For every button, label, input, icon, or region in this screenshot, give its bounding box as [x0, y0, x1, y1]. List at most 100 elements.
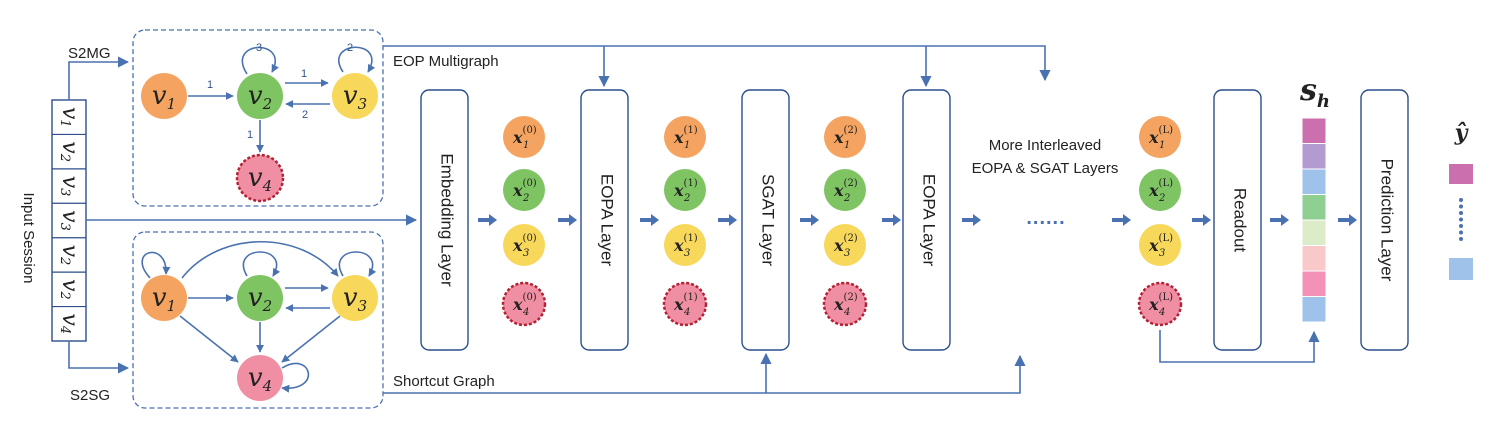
- more-layers-text-line2: EOPA & SGAT Layers: [972, 160, 1119, 177]
- shortcut-graph-box: [132, 231, 384, 409]
- embedding-layer-label: Embedding Layer: [438, 153, 457, 287]
- embedding-node-label: x(2): [833, 178, 858, 200]
- input-session-item: v2: [57, 245, 82, 266]
- embedding-node: [824, 169, 866, 211]
- sg-node-v1: [141, 275, 187, 321]
- flow-arrow-head: [973, 214, 981, 226]
- embedding-node-subscript: 3: [684, 248, 690, 259]
- s2mg-label: S2MG: [68, 45, 111, 62]
- eopa-layer-1-box: [580, 89, 629, 351]
- x4-to-sh-arrow: [1159, 330, 1320, 363]
- prediction-output-dot: [1459, 224, 1463, 228]
- embedding-node-subscript: 4: [683, 307, 690, 318]
- sg-edge-v1-v4: [179, 315, 239, 363]
- embedding-node-label: x(0): [512, 233, 537, 255]
- session-repr-label: sh: [1299, 73, 1330, 112]
- embedding-node: [824, 224, 866, 266]
- embedding-node: [664, 169, 706, 211]
- sg-node-v1-label: v1: [152, 283, 176, 315]
- flow-arrow-head: [1349, 214, 1357, 226]
- input-session-item: v3: [57, 210, 82, 231]
- prediction-layer-label: Prediction Layer: [1378, 159, 1397, 282]
- embedding-columns: x(0)1x(0)2x(0)3x(0)4x(1)1x(1)2x(1)3x(1)4…: [501, 116, 1183, 327]
- sg-node-v4-label: v4: [248, 363, 272, 395]
- input-session-item: v2: [57, 279, 82, 300]
- embedding-node-subscript: 2: [522, 193, 529, 204]
- session-repr-cell: [1301, 168, 1327, 195]
- embedding-node-label: x(2): [833, 292, 858, 314]
- embedding-node-label: x(L): [1148, 292, 1173, 314]
- shortcut-graph-label: Shortcut Graph: [393, 373, 495, 390]
- session-repr-cell: [1301, 143, 1327, 170]
- flow-arrow-head: [1203, 214, 1211, 226]
- embedding-node-subscript: 1: [684, 140, 690, 151]
- eopa-layer-1-label: EOPA Layer: [598, 174, 617, 267]
- sg-self-loop-v4: [281, 362, 310, 393]
- flow-arrow-head: [893, 214, 901, 226]
- input-session-item: v2: [57, 141, 82, 162]
- embedding-node-label: x(2): [833, 233, 858, 255]
- eopa-layer-2-box: [902, 89, 951, 351]
- embedding-node: [1139, 116, 1181, 158]
- embedding-node: [822, 281, 868, 327]
- embedding-node-subscript: 1: [844, 140, 850, 151]
- embedding-node-subscript: 2: [683, 193, 690, 204]
- embedding-node-label: x(0): [512, 292, 537, 314]
- session-repr-cell: [1301, 270, 1327, 297]
- prediction-output-dot: [1459, 211, 1463, 215]
- embedding-node-subscript: 4: [522, 307, 529, 318]
- flow-arrow-head: [811, 214, 819, 226]
- flow-arrow-head: [651, 214, 659, 226]
- mg-node-v3: [332, 73, 378, 119]
- embedding-node: [501, 281, 547, 327]
- more-layers-ellipsis: ......: [1026, 207, 1065, 229]
- mg-edge-label-v1-v2: 1: [207, 79, 213, 91]
- embedding-node-subscript: 3: [523, 248, 529, 259]
- mg-node-v4-label: v4: [248, 163, 272, 195]
- embedding-node-label: x(1): [673, 178, 698, 200]
- sg-node-v3-label: v3: [343, 283, 367, 315]
- mg-self-loop-v3: [338, 46, 376, 73]
- flow-arrow-head: [1281, 214, 1289, 226]
- readout-layer-label: Readout: [1231, 188, 1250, 253]
- prediction-output-top-cell: [1449, 164, 1473, 184]
- sg-self-loop-v2: [242, 251, 281, 277]
- prediction-output-dots: [1459, 198, 1463, 241]
- sg-node-v4: [237, 355, 283, 401]
- sg-node-v2-label: v2: [248, 283, 272, 315]
- embedding-node: [503, 116, 545, 158]
- mg-self-loop-v2: [241, 46, 279, 75]
- flow-arrows: [478, 214, 1357, 226]
- more-layers-text-line1: More Interleaved: [989, 137, 1102, 154]
- embedding-node: [1139, 224, 1181, 266]
- input-session-item: v4: [57, 313, 82, 334]
- mg-edge-label-v3-v2: 2: [302, 109, 308, 121]
- sgat-layer-box: [741, 89, 790, 351]
- eop-multigraph-box: [132, 29, 384, 207]
- sg-node-v2: [237, 275, 283, 321]
- input-session-item: v3: [57, 176, 82, 197]
- flow-arrow-head: [729, 214, 737, 226]
- embedding-node: [1137, 281, 1183, 327]
- s2sg-arrow: [68, 341, 130, 374]
- sg-edge-v1-v3: [181, 241, 339, 279]
- embedding-node-subscript: 2: [843, 193, 850, 204]
- mg-edge-label-v3-self: 2: [347, 42, 353, 54]
- mg-node-v4: [235, 153, 285, 203]
- prediction-output-dot: [1459, 204, 1463, 209]
- sg-node-v3: [332, 275, 378, 321]
- embedding-node: [664, 224, 706, 266]
- sgat-layer-label: SGAT Layer: [759, 174, 778, 266]
- mg-edge-label-v2-v3: 1: [301, 68, 307, 80]
- embedding-node-label: x(L): [1148, 233, 1173, 255]
- prediction-layer-box: [1360, 89, 1409, 351]
- embedding-node-label: x(1): [673, 125, 698, 147]
- eop-multigraph-label: EOP Multigraph: [393, 53, 499, 70]
- embedding-node: [503, 169, 545, 211]
- readout-layer-box: [1213, 89, 1262, 351]
- embedding-node-subscript: 1: [1159, 140, 1165, 151]
- sg-self-loop-v3: [338, 251, 377, 277]
- session-repr-cell: [1301, 296, 1327, 323]
- embedding-node-label: x(L): [1148, 178, 1173, 200]
- session-repr-cell: [1301, 117, 1327, 144]
